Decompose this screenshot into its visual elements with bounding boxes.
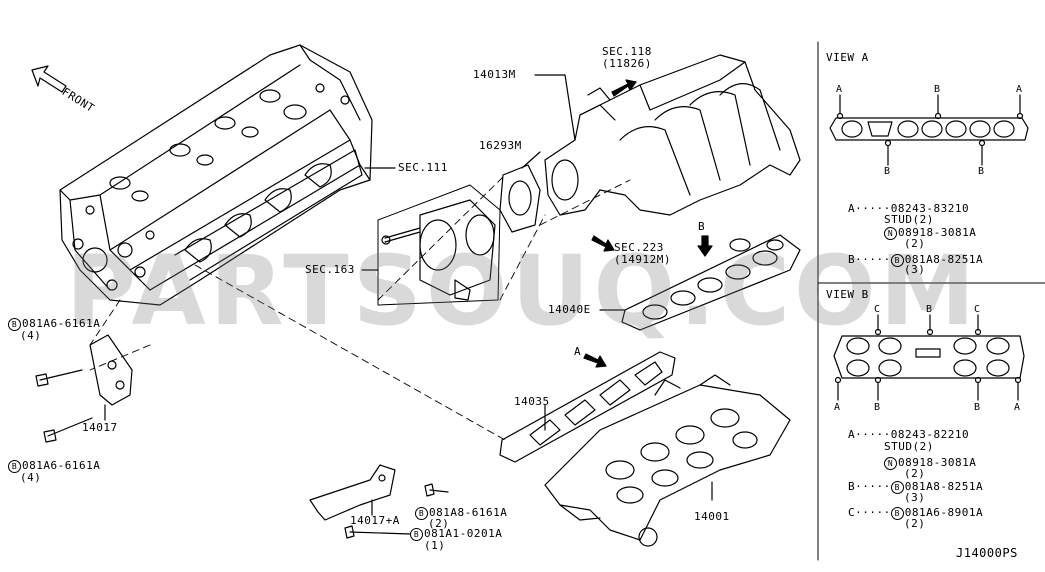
- bolt-circle-icon: B: [8, 318, 21, 331]
- intake-collector-drawing: [544, 54, 801, 216]
- label-16293m: 16293M: [479, 139, 522, 152]
- label-sec118: SEC.118: [602, 45, 652, 58]
- view-b-gasket-drawing: [833, 314, 1025, 401]
- gasket-16293m-drawing: [499, 164, 541, 233]
- label-bolt2-qty: (4): [20, 471, 42, 484]
- arrow-sec223-icon: [591, 235, 615, 252]
- gasket-14035-drawing: [499, 351, 676, 463]
- nut-circle-icon: N: [884, 227, 897, 240]
- view-a-point-b-right: B: [978, 166, 985, 177]
- view-b-point-c-right: C: [974, 304, 981, 315]
- label-sec163: SEC.163: [305, 263, 355, 276]
- label-14013m: 14013M: [473, 68, 516, 81]
- legend-row: (2): [904, 237, 926, 250]
- label-sec223-sub: (14912M): [614, 253, 671, 266]
- bolt-circle-icon: B: [890, 481, 904, 494]
- legend-row: STUD(2): [884, 440, 934, 453]
- label-sec111: SEC.111: [398, 161, 448, 174]
- label-sec118-sub: (11826): [602, 57, 652, 70]
- view-b-point-a-right: A: [1014, 402, 1021, 413]
- view-a-title: VIEW A: [826, 51, 869, 64]
- legend-row: A·····08243-83210: [848, 202, 970, 215]
- view-b-point-a-left: A: [834, 402, 841, 413]
- legend-row: (2): [904, 517, 926, 530]
- arrow-b-icon: [697, 235, 713, 257]
- bolt-circle-icon: B: [8, 460, 21, 473]
- bolt-circle-icon: B: [890, 507, 904, 520]
- label-14040e: 14040E: [548, 303, 591, 316]
- bracket-14017a-drawing: [309, 464, 449, 539]
- legend-row: STUD(2): [884, 213, 934, 226]
- view-b-point-b-right: B: [974, 402, 981, 413]
- view-a-point-a-right: A: [1016, 84, 1023, 95]
- nut-circle-icon: N: [884, 457, 897, 470]
- label-bolt1-qty: (4): [20, 329, 42, 342]
- label-14017a: 14017+A: [350, 514, 400, 527]
- leader-16293m: [521, 151, 541, 169]
- assembly-dashed-lines: [89, 174, 631, 441]
- label-14035: 14035: [514, 395, 550, 408]
- bracket-14017-drawing: [35, 334, 133, 443]
- view-b-point-b-top: B: [926, 304, 933, 315]
- intake-manifold-drawing: [544, 374, 791, 547]
- view-a-point-b-top: B: [934, 84, 941, 95]
- leader-14013m: [534, 74, 576, 141]
- front-arrow-icon: [31, 65, 67, 93]
- bolt-circle-icon: B: [890, 254, 904, 267]
- legend-row: (2): [904, 467, 926, 480]
- view-a-gasket-drawing: [829, 94, 1029, 166]
- legend-row: A·····08243-82210: [848, 428, 970, 441]
- bolt-circle-icon: B: [415, 507, 428, 520]
- label-bolt4-qty: (1): [424, 539, 446, 552]
- arrow-a-icon: [583, 353, 607, 368]
- label-sec223: SEC.223: [614, 241, 664, 254]
- label-14017: 14017: [82, 421, 118, 434]
- diagram-code: J14000PS: [956, 546, 1018, 560]
- arrow-sec118-icon: [611, 79, 637, 97]
- view-a-point-a-left: A: [836, 84, 843, 95]
- view-a-point-b-left: B: [884, 166, 891, 177]
- view-b-title: VIEW B: [826, 288, 869, 301]
- gasket-14040e-drawing: [621, 234, 801, 331]
- callout-b: B: [698, 220, 706, 233]
- label-bolt3-qty: (2): [428, 517, 450, 530]
- label-14001: 14001: [694, 510, 730, 523]
- cylinder-head-drawing: [59, 44, 373, 306]
- watermark: PARTSOUQ.COM: [65, 235, 980, 347]
- legend-row: (3): [904, 263, 926, 276]
- view-b-point-b-left: B: [874, 402, 881, 413]
- callout-a: A: [574, 345, 582, 358]
- bolt-circle-icon: B: [410, 528, 423, 541]
- legend-row: (3): [904, 491, 926, 504]
- view-b-point-c-left: C: [874, 304, 881, 315]
- throttle-body-drawing: [377, 184, 501, 306]
